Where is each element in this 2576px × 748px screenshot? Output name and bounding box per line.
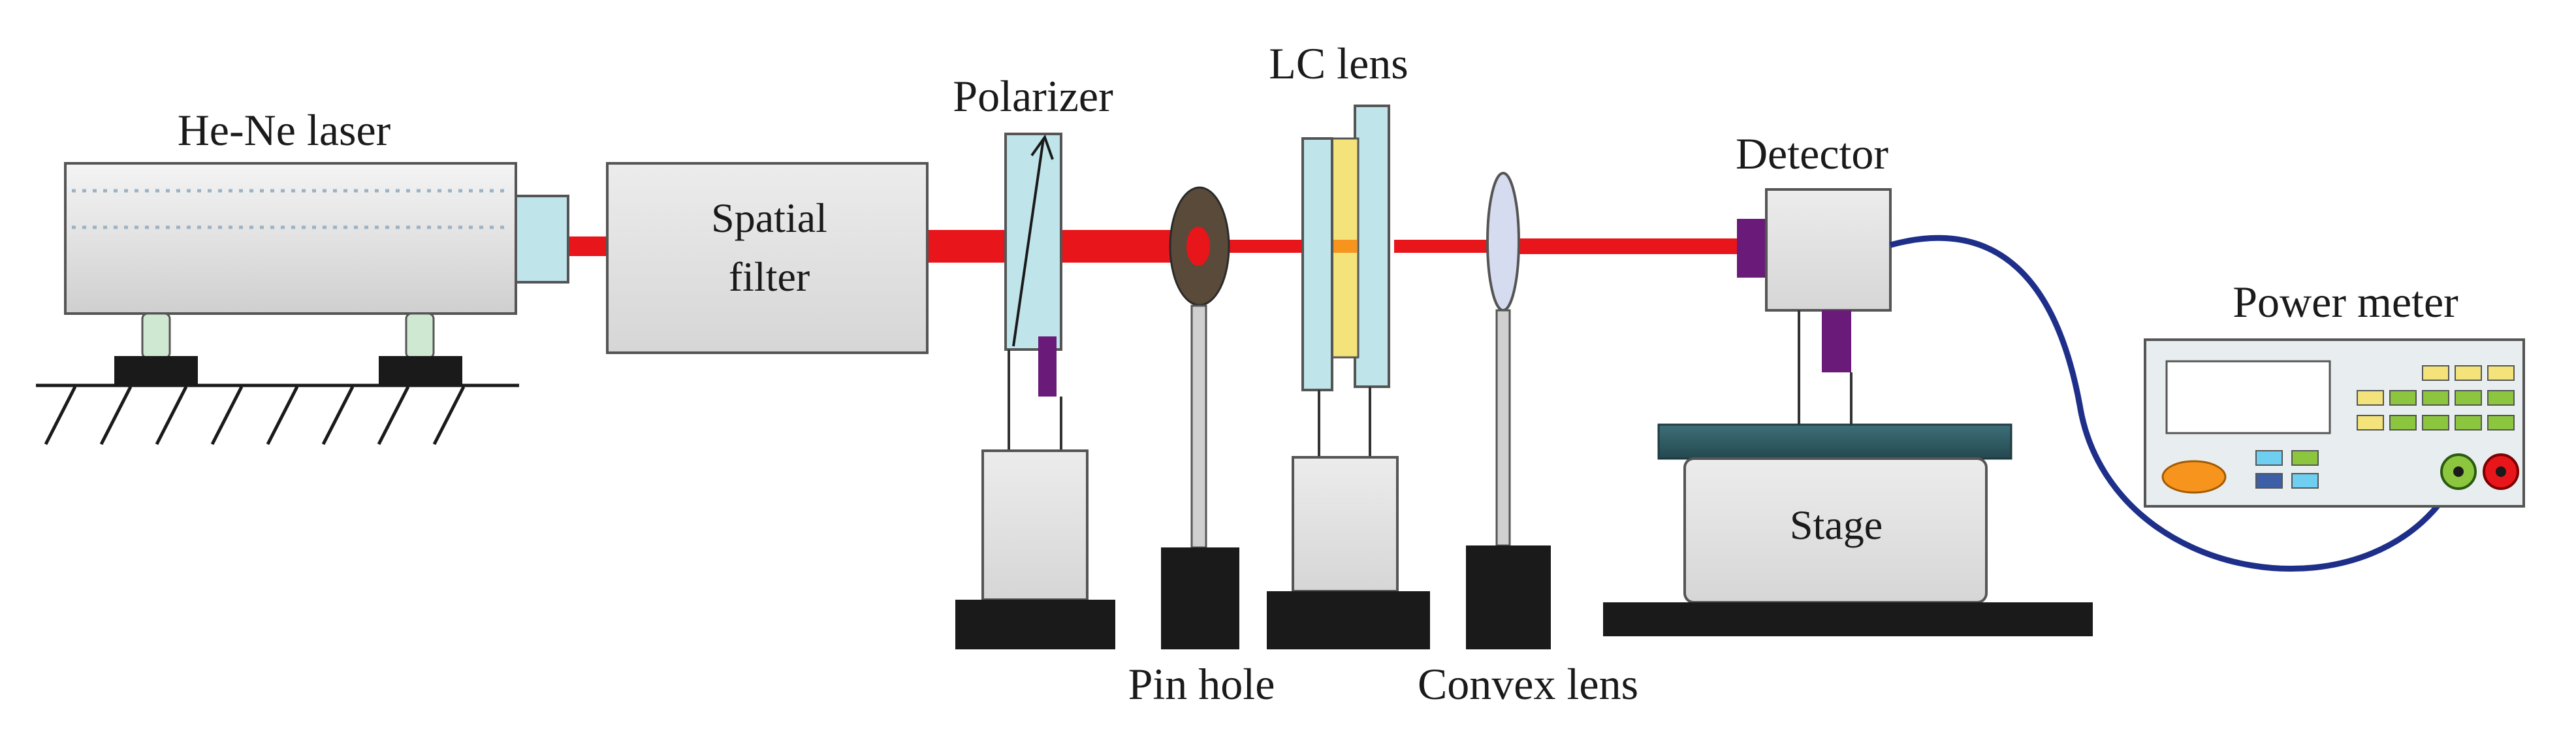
pinhole-aperture	[1186, 227, 1210, 266]
stage-base	[1603, 602, 2093, 636]
label-power-meter: Power meter	[2233, 277, 2458, 327]
lc-lens-back-plate	[1354, 105, 1390, 388]
laser-output-head	[515, 195, 569, 284]
label-detector: Detector	[1736, 129, 1888, 178]
beam-laser-to-filter	[568, 236, 607, 256]
polarizer-purple-knob	[1038, 336, 1057, 397]
label-spatial-filter-line1: Spatial	[711, 195, 827, 241]
label-stage: Stage	[1790, 502, 1883, 548]
laser-foot-right	[379, 356, 462, 385]
pinhole-base	[1161, 547, 1239, 649]
label-polarizer: Polarizer	[953, 71, 1113, 121]
convex-lens-post	[1495, 309, 1511, 547]
laser-beam	[568, 230, 1739, 263]
laser-mount-right	[405, 312, 435, 359]
polarizer-plate	[1004, 133, 1062, 351]
spatial-filter: Spatial filter	[606, 162, 929, 354]
power-meter-display	[2165, 360, 2331, 434]
convex-lens: Convex lens	[1418, 172, 1638, 709]
beam-pinhole-to-lc	[1208, 240, 1303, 253]
lc-lens-holder	[1292, 456, 1399, 593]
polarizer-base	[955, 600, 1115, 649]
lc-lens-base	[1267, 591, 1430, 649]
pinhole-post	[1190, 304, 1207, 549]
laser-mount-left	[141, 312, 171, 359]
stage: Stage	[1603, 423, 2093, 636]
power-meter-keypad	[2357, 365, 2515, 431]
lc-lens-beam-spot	[1333, 240, 1357, 253]
detector-cable	[1889, 235, 2462, 572]
label-spatial-filter-line2: filter	[729, 253, 810, 300]
laser-foot-left	[114, 356, 198, 385]
polarizer: Polarizer	[953, 71, 1115, 649]
convex-lens-element	[1486, 172, 1520, 312]
lc-lens: LC lens	[1267, 39, 1430, 649]
power-meter-orange-button	[2161, 460, 2227, 494]
detector-head	[1765, 188, 1892, 312]
polarizer-arrowhead	[1030, 134, 1054, 160]
convex-lens-base	[1466, 545, 1551, 649]
beam-lc-to-convex	[1394, 240, 1495, 253]
ground-hatching	[44, 385, 466, 446]
spatial-filter-box	[606, 162, 929, 354]
label-he-ne-laser: He-Ne laser	[178, 105, 391, 155]
detector-sensor	[1737, 219, 1766, 278]
he-ne-laser: He-Ne laser	[36, 105, 569, 446]
label-convex-lens: Convex lens	[1418, 659, 1638, 709]
power-meter-small-buttons	[2255, 450, 2319, 489]
polarizer-holder	[981, 449, 1089, 601]
polarizer-axis-line	[1012, 138, 1045, 347]
laser-body	[64, 162, 517, 315]
label-lc-lens: LC lens	[1269, 39, 1408, 88]
pin-hole: Pin hole	[1128, 186, 1275, 709]
beam-convex-to-detector	[1514, 238, 1739, 254]
beam-filter-to-polarizer	[927, 230, 1006, 263]
detector-purple-knob	[1822, 310, 1851, 372]
label-pin-hole: Pin hole	[1128, 659, 1275, 709]
power-meter: Power meter	[2144, 277, 2525, 508]
lc-lens-front-plate	[1301, 137, 1333, 391]
stage-top-plate	[1657, 423, 2012, 460]
detector-assembly: Detector	[1736, 129, 1892, 425]
